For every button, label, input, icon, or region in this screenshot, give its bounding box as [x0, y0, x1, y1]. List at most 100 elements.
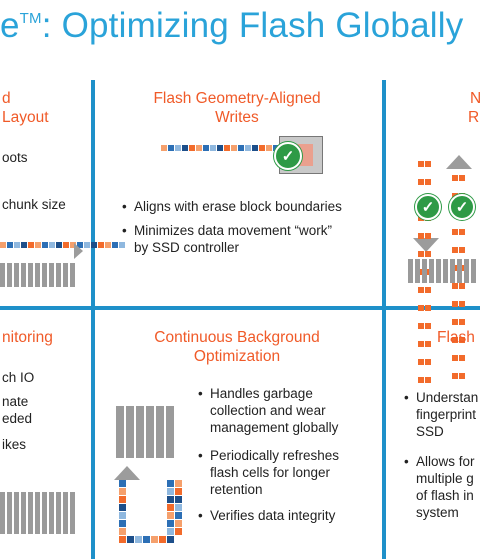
panel-text-bottom-left-2: nate — [2, 394, 29, 409]
data-block — [459, 355, 465, 361]
data-block — [425, 251, 431, 257]
data-block — [452, 319, 458, 325]
data-block — [7, 242, 13, 248]
bullet-icon: • — [198, 448, 203, 463]
arrow-down-icon — [413, 238, 439, 252]
flash-column — [42, 492, 47, 534]
data-block — [167, 536, 174, 543]
panel-heading-top-right-2: R — [468, 109, 480, 126]
flash-column — [436, 259, 441, 283]
data-block — [167, 480, 174, 487]
data-block — [452, 247, 458, 253]
data-block — [418, 341, 424, 347]
data-block — [425, 341, 431, 347]
bullet-icon: • — [122, 223, 127, 238]
data-block — [159, 536, 166, 543]
data-block — [167, 504, 174, 511]
bullet-text: system — [416, 505, 459, 520]
flash-column — [450, 259, 455, 283]
data-block — [418, 287, 424, 293]
data-block — [119, 480, 126, 487]
data-block — [418, 305, 424, 311]
bullet-bottom-middle-2: • Periodically refreshes flash cells for… — [198, 447, 340, 498]
bullet-text: of flash in — [416, 488, 474, 503]
data-block — [84, 242, 90, 248]
data-block — [252, 145, 258, 151]
panel-text-bottom-left-4: ikes — [2, 437, 27, 452]
data-block — [167, 520, 174, 527]
data-block — [452, 229, 458, 235]
title-main: Optimizing Flash Globally — [51, 6, 464, 45]
data-block — [238, 145, 244, 151]
data-block — [425, 233, 431, 239]
panel-heading-bottom-right: Flash — [437, 329, 475, 346]
data-block — [161, 145, 167, 151]
data-block — [418, 233, 424, 239]
flash-column — [35, 263, 40, 287]
data-block — [245, 145, 251, 151]
data-block — [119, 520, 126, 527]
flash-column — [136, 406, 144, 458]
data-block — [459, 373, 465, 379]
data-block — [459, 319, 465, 325]
data-block — [70, 242, 76, 248]
bullet-text: Allows for — [416, 454, 475, 469]
data-block — [119, 496, 126, 503]
data-block — [459, 337, 465, 343]
data-block — [105, 242, 111, 248]
data-block — [196, 145, 202, 151]
flash-column — [0, 263, 5, 287]
title-colon: : — [41, 6, 52, 45]
panel-heading-bottom-left: nitoring — [2, 329, 53, 346]
flash-column — [21, 263, 26, 287]
data-block — [425, 377, 431, 383]
data-block — [452, 175, 458, 181]
data-block — [119, 488, 126, 495]
flash-column — [63, 263, 68, 287]
data-block — [119, 528, 126, 535]
arrow-up-icon — [446, 155, 472, 169]
data-block — [452, 373, 458, 379]
data-block — [418, 377, 424, 383]
bullet-text: Periodically refreshes — [210, 448, 340, 463]
data-block-u-path — [119, 480, 182, 548]
panel-text-bottom-left-3: eded — [2, 411, 33, 426]
flash-column — [464, 259, 469, 283]
panel-text-top-left-2: chunk size — [2, 197, 66, 212]
arrow-up-icon — [114, 466, 140, 480]
flash-column — [166, 406, 174, 458]
data-block — [418, 359, 424, 365]
data-block — [189, 145, 195, 151]
data-block — [175, 512, 182, 519]
data-block — [224, 145, 230, 151]
panel-heading-bottom-middle-2: Optimization — [193, 348, 281, 365]
bullet-bottom-right-2: • Allows for multiple g of flash in syst… — [404, 453, 475, 521]
flash-column — [0, 492, 5, 534]
flash-column — [49, 492, 54, 534]
data-block — [127, 536, 134, 543]
bullet-text: retention — [210, 482, 263, 497]
bullet-text: multiple g — [416, 471, 474, 486]
panel-heading-top-middle-1: Flash Geometry-Aligned — [153, 90, 321, 107]
data-block — [452, 283, 458, 289]
bullet-icon: • — [122, 199, 127, 214]
data-block — [452, 355, 458, 361]
flash-columns-graphic — [0, 492, 75, 534]
flash-columns-graphic — [0, 263, 75, 287]
flash-columns-graphic — [116, 406, 174, 458]
flash-column — [7, 263, 12, 287]
data-block — [459, 283, 465, 289]
data-block — [418, 269, 424, 275]
data-block — [175, 145, 181, 151]
data-block — [203, 145, 209, 151]
data-block — [459, 175, 465, 181]
flash-column — [70, 263, 75, 287]
panel-text-bottom-left-1: ch IO — [2, 370, 35, 385]
data-block — [143, 536, 150, 543]
title-trademark: TM — [19, 10, 42, 27]
data-block — [459, 301, 465, 307]
panel-heading-top-left-2: Layout — [2, 109, 49, 126]
flash-column — [70, 492, 75, 534]
data-block — [35, 242, 41, 248]
bullet-icon: • — [198, 508, 203, 523]
